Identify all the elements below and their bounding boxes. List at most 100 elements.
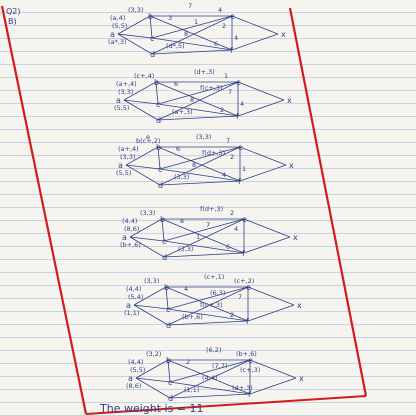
graph-node-a: a (128, 374, 133, 383)
question-number: Q2) (6, 7, 21, 16)
edge-annotation: 6 (226, 243, 230, 251)
graph-edge (159, 180, 241, 186)
network-diagram: abcdefx(4,4)(3,2)(5,5)(8,6)(1,1)(6,2)(7,… (126, 346, 304, 403)
edge-annotation: (4,4) (128, 358, 143, 366)
edge-annotation: 4 (218, 6, 222, 14)
graph-edge (157, 146, 241, 182)
edge-annotation: 6 (176, 145, 180, 153)
graph-edge (169, 359, 251, 383)
graph-edge (133, 304, 169, 310)
graph-node-c: c (168, 378, 172, 387)
graph-edge (125, 164, 161, 186)
graph-node-x: x (281, 30, 286, 39)
graph-node-x: x (297, 301, 302, 310)
edge-annotation: (3,3) (120, 153, 135, 161)
left-margin-line (0, 5, 88, 415)
edge-annotation: (4,4) (126, 285, 141, 293)
graph-node-e: e (242, 215, 247, 224)
graph-edge (167, 359, 171, 383)
edge-annotation: 8 (190, 96, 194, 104)
graph-edge (149, 15, 233, 51)
edge-annotation: 1 (196, 233, 200, 241)
edge-annotation: (4,4) (122, 217, 137, 225)
edge-annotation: f(c+,3) (200, 301, 223, 309)
graph-node-b: b (148, 12, 153, 21)
edge-annotation: 2 (220, 106, 224, 114)
graph-node-d: d (168, 394, 173, 403)
network-diagrams: abcdefx(a,4)(3,3)(5,5)(a*,3)(d*,5)718426… (108, 2, 304, 403)
graph-edge (117, 15, 151, 35)
edge-annotation: (5,5) (130, 366, 145, 374)
edge-annotation: (a+,4) (118, 145, 139, 153)
graph-edge (163, 218, 245, 258)
graph-edge (133, 286, 167, 306)
edge-annotation: (b+,6) (120, 241, 141, 249)
edge-annotation: 2 (230, 153, 234, 161)
graph-edge (161, 218, 245, 254)
graph-node-c: c (156, 100, 160, 109)
edge-annotation: 7 (188, 2, 192, 10)
edge-annotation: (d+,3) (232, 384, 253, 392)
graph-node-d: d (150, 50, 155, 59)
graph-edge (243, 236, 291, 254)
edge-annotation: 1 (242, 165, 246, 173)
graph-edge (163, 252, 245, 258)
bottom-margin-line (85, 395, 367, 415)
graph-node-e: e (248, 356, 253, 365)
graph-edge (167, 308, 249, 322)
edge-annotation: (a+,3) (172, 108, 193, 116)
graph-edge (163, 218, 245, 242)
graph-edge (151, 15, 233, 39)
graph-node-f: f (236, 112, 239, 121)
graph-edge (151, 15, 233, 55)
graph-edge (159, 146, 241, 170)
edge-annotation: (3,3) (144, 277, 159, 285)
edge-annotation: (3,3) (118, 88, 133, 96)
graph-edge (165, 286, 169, 310)
graph-edge (231, 33, 279, 51)
edge-annotation: (7,7) (212, 362, 227, 370)
graph-node-c: c (150, 34, 154, 43)
graph-edge (159, 146, 241, 186)
edge-annotation: (6,2) (206, 346, 221, 354)
network-diagram: abcdefx(a,4)(3,3)(5,5)(a*,3)(d*,5)718426… (108, 2, 286, 59)
graph-node-e: e (230, 12, 235, 21)
graph-node-b: b (156, 143, 161, 152)
edge-annotation: (5,5) (114, 104, 129, 112)
edge-annotation: (b+,6) (236, 350, 257, 358)
edge-annotation: (3,3) (140, 209, 155, 217)
graph-node-d: d (156, 116, 161, 125)
edge-annotation: (4,4) (202, 374, 217, 382)
edge-annotation: 8 (184, 30, 188, 38)
edge-annotation: b(c+,2) (136, 137, 160, 145)
graph-node-b: b (160, 215, 165, 224)
graph-node-e: e (238, 143, 243, 152)
graph-edge (157, 81, 239, 121)
edge-annotation: 2 (230, 209, 234, 217)
edge-annotation: (c+,2) (234, 277, 254, 285)
graph-edge (247, 286, 295, 306)
graph-edge (149, 15, 153, 39)
edge-annotation: (5,5) (112, 22, 127, 30)
graph-edge (169, 393, 251, 399)
graph-edge (249, 359, 297, 379)
right-margin-line (288, 7, 368, 397)
edge-annotation: 1 (224, 72, 228, 80)
edge-annotation: (6,3) (210, 289, 225, 297)
graph-edge (169, 359, 251, 399)
edge-annotation: (c+,1) (204, 273, 224, 281)
graph-node-c: c (158, 165, 162, 174)
graph-node-e: e (246, 283, 251, 292)
graph-edge (247, 304, 295, 322)
graph-node-c: c (162, 237, 166, 246)
edge-annotation: (5,5) (116, 169, 131, 177)
edge-annotation: 2 (186, 358, 190, 366)
edge-annotation: e (146, 133, 150, 141)
graph-edge (163, 240, 245, 254)
edge-annotation: (3,3) (174, 173, 189, 181)
edge-annotation: 1 (194, 18, 198, 26)
graph-node-a: a (110, 30, 115, 39)
graph-node-x: x (289, 161, 294, 170)
